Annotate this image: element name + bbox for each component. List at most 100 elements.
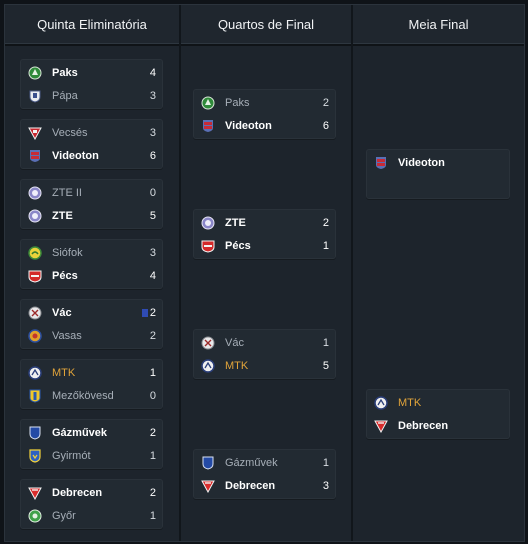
team-row[interactable]: Győr 1 [21, 504, 162, 528]
match-card[interactable]: Videoton [366, 149, 510, 199]
score-value: 0 [149, 390, 156, 402]
zte-badge-icon [200, 215, 216, 231]
team-row[interactable]: Mezőkövesd 0 [21, 384, 162, 408]
score-value: 1 [322, 337, 329, 349]
team-name[interactable]: Paks [225, 97, 250, 109]
team-name[interactable]: Videoton [225, 120, 272, 132]
vecses-badge-icon [27, 125, 43, 141]
team-name[interactable]: Vác [52, 307, 72, 319]
team-score: 0 [136, 390, 156, 402]
team-row[interactable]: MTK [367, 391, 509, 415]
team-name[interactable]: Pécs [225, 240, 251, 252]
team-name[interactable]: Pápa [52, 90, 78, 102]
team-score: 1 [136, 367, 156, 379]
gazmuvek-badge-icon [27, 425, 43, 441]
team-name[interactable]: MTK [52, 367, 76, 379]
team-name[interactable]: Debrecen [52, 487, 103, 499]
team-row[interactable]: Paks 4 [21, 61, 162, 85]
mtk-badge-icon [200, 358, 216, 374]
score-value: 3 [149, 247, 156, 259]
mezokovesd-badge-icon [27, 388, 43, 404]
team-name[interactable]: Vecsés [52, 127, 88, 139]
team-name[interactable]: Gázművek [225, 457, 278, 469]
team-row[interactable]: Siófok 3 [21, 241, 162, 265]
score-value: 1 [322, 457, 329, 469]
column-title: Quartos de Final [217, 17, 315, 32]
team-name[interactable]: MTK [398, 397, 422, 409]
team-row[interactable]: Gázművek 1 [194, 451, 335, 475]
pecs-badge-icon [200, 238, 216, 254]
team-name[interactable]: MTK [225, 360, 249, 372]
team-name[interactable]: Gyirmót [52, 450, 91, 462]
team-name[interactable]: Vác [225, 337, 244, 349]
score-value: 1 [149, 367, 156, 379]
paks-badge-icon [27, 65, 43, 81]
team-name[interactable]: Győr [52, 510, 76, 522]
team-name[interactable]: Debrecen [225, 480, 276, 492]
team-name[interactable]: Videoton [398, 157, 445, 169]
team-name[interactable]: Gázművek [52, 427, 108, 439]
team-name[interactable]: ZTE [52, 210, 73, 222]
team-row[interactable]: MTK 1 [21, 361, 162, 385]
team-name[interactable]: ZTE [225, 217, 246, 229]
match-card[interactable]: MTK Debrecen [366, 389, 510, 439]
paks-badge-icon [200, 95, 216, 111]
team-row[interactable]: Debrecen 2 [21, 481, 162, 505]
team-score: 5 [309, 360, 329, 372]
team-name[interactable]: Videoton [52, 150, 99, 162]
team-name[interactable]: Siófok [52, 247, 83, 259]
team-name[interactable]: Paks [52, 67, 78, 79]
team-score: 2 [136, 487, 156, 499]
score-value: 2 [149, 330, 156, 342]
team-row[interactable]: Debrecen [367, 414, 509, 438]
team-score: 4 [136, 67, 156, 79]
team-score: 1 [136, 510, 156, 522]
team-score: 1 [309, 337, 329, 349]
team-name[interactable]: ZTE II [52, 187, 82, 199]
column-header-round-1: Quinta Eliminatória [5, 5, 179, 46]
team-score: 3 [136, 127, 156, 139]
team-row[interactable]: Vác 1 [194, 331, 335, 355]
column-divider [179, 5, 181, 541]
team-row[interactable]: Vasas 2 [21, 324, 162, 348]
team-name[interactable]: Pécs [52, 270, 78, 282]
team-score: 2 [136, 330, 156, 342]
zte-badge-icon [27, 208, 43, 224]
team-name[interactable]: Debrecen [398, 420, 449, 432]
team-name[interactable]: Mezőkövesd [52, 390, 114, 402]
column-round-3: Meia Final [353, 5, 524, 541]
vac-badge-icon [200, 335, 216, 351]
team-row[interactable]: Vecsés 3 [21, 121, 162, 145]
team-row[interactable]: MTK 5 [194, 354, 335, 378]
siofok-badge-icon [27, 245, 43, 261]
mtk-badge-icon [27, 365, 43, 381]
team-name[interactable]: Vasas [52, 330, 82, 342]
team-row[interactable]: Videoton [367, 151, 509, 175]
debrecen-badge-icon [200, 478, 216, 494]
